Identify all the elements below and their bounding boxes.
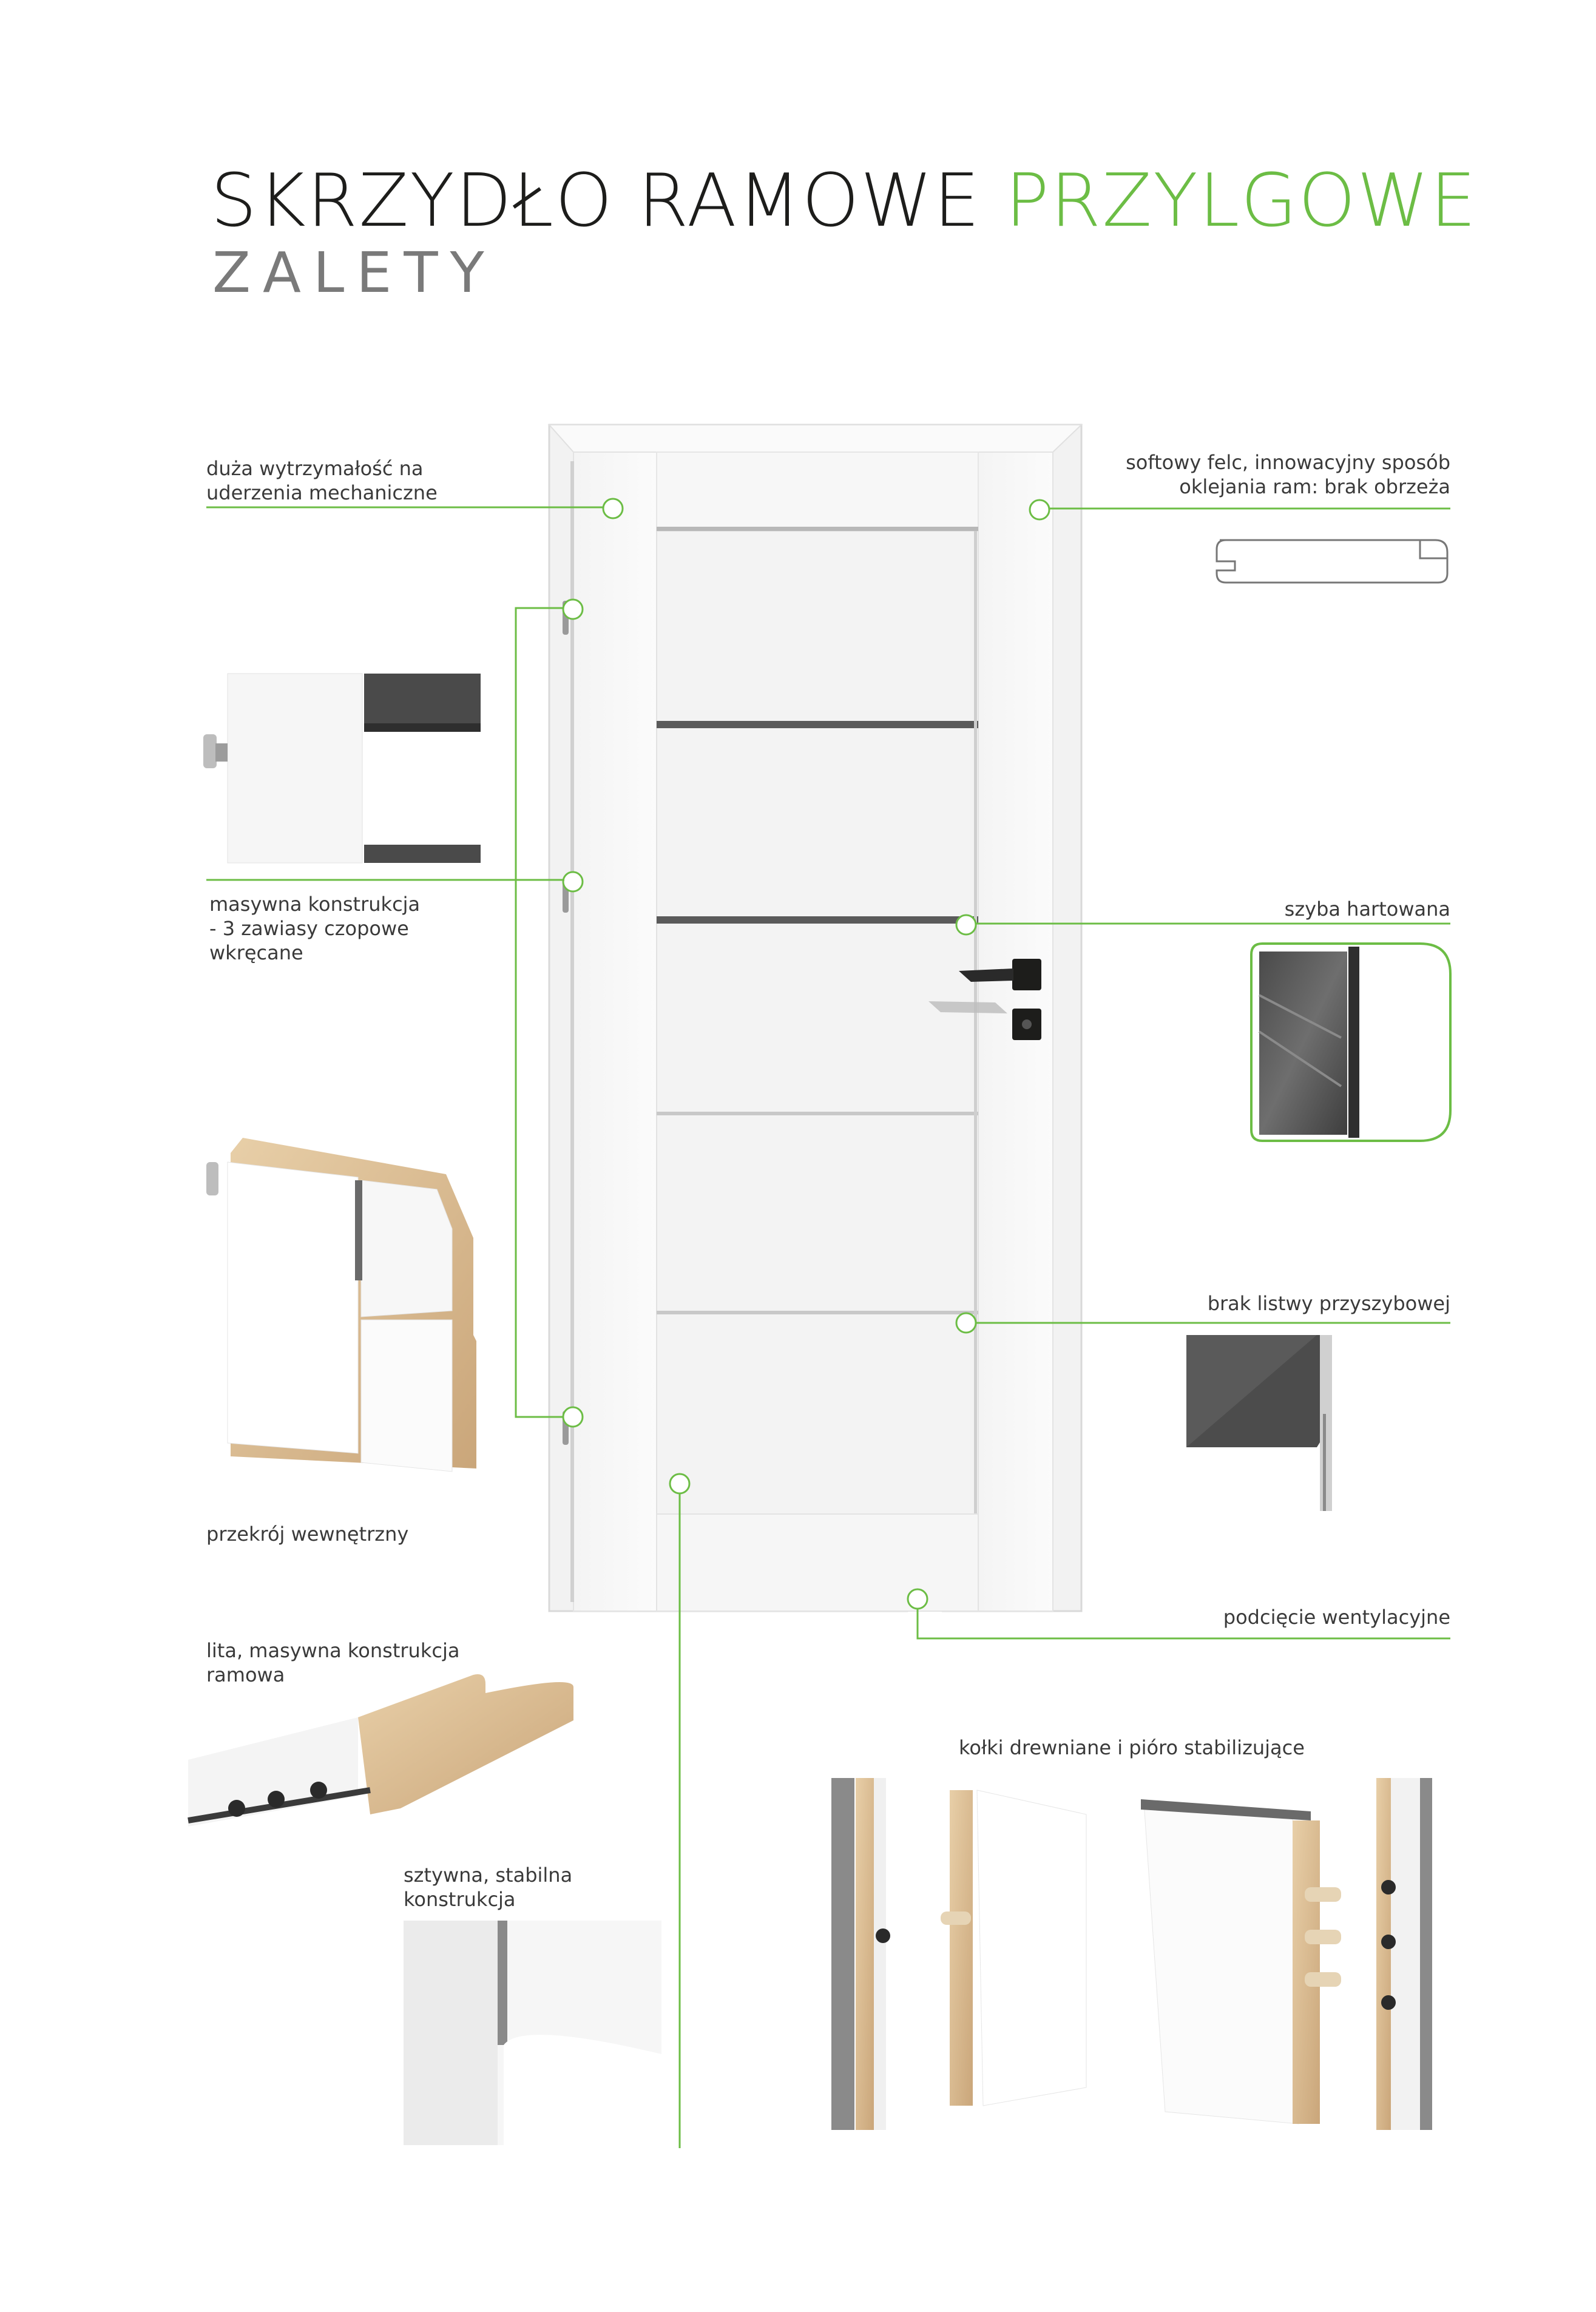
title-main: SKRZYDŁO RAMOWE	[211, 159, 981, 243]
label-rigid-construction: sztywna, stabilna konstrukcja	[404, 1864, 573, 1911]
label-no-glazing-bead: brak listwy przyszybowej	[1207, 1292, 1450, 1315]
door-handle	[959, 968, 1013, 982]
label-cross-section: przekrój wewnętrzny	[206, 1523, 409, 1546]
handle-rosette	[1012, 959, 1041, 990]
label-impact-resistance: duża wytrzymałość na uderzenia mechanicz…	[206, 457, 438, 504]
label-soft-felc: softowy felc, innowacyjny sposób oklejan…	[1126, 451, 1450, 498]
no-bead-illustration	[1186, 1335, 1332, 1511]
solid-frame-illustration	[188, 1674, 573, 1827]
title-accent: PRZYLGOWE	[1005, 159, 1478, 243]
label-tempered-glass: szyba hartowana	[1284, 897, 1450, 921]
hinge-corner-illustration	[203, 673, 481, 864]
label-ventilation-cut: podcięcie wentylacyjne	[1223, 1606, 1450, 1629]
callout-lines	[206, 498, 1450, 2148]
softfelc-profile-illustration	[1216, 539, 1449, 584]
door-illustration	[547, 424, 1083, 1612]
page-subtitle: ZALETY	[212, 240, 496, 305]
label-solid-frame: lita, masywna konstrukcja ramowa	[206, 1639, 460, 1686]
label-hinges: masywna konstrukcja - 3 zawiasy czopowe …	[209, 893, 421, 964]
rigid-panel-illustration	[404, 1921, 661, 2145]
page-title: SKRZYDŁO RAMOWE PRZYLGOWE	[211, 165, 1477, 238]
label-dowels: kołki drewniane i pióro stabilizujące	[959, 1736, 1305, 1759]
dowels-illustration	[831, 1778, 1432, 2130]
cross-section-illustration	[206, 1138, 476, 1472]
glass-corner-illustration	[1250, 942, 1452, 1142]
